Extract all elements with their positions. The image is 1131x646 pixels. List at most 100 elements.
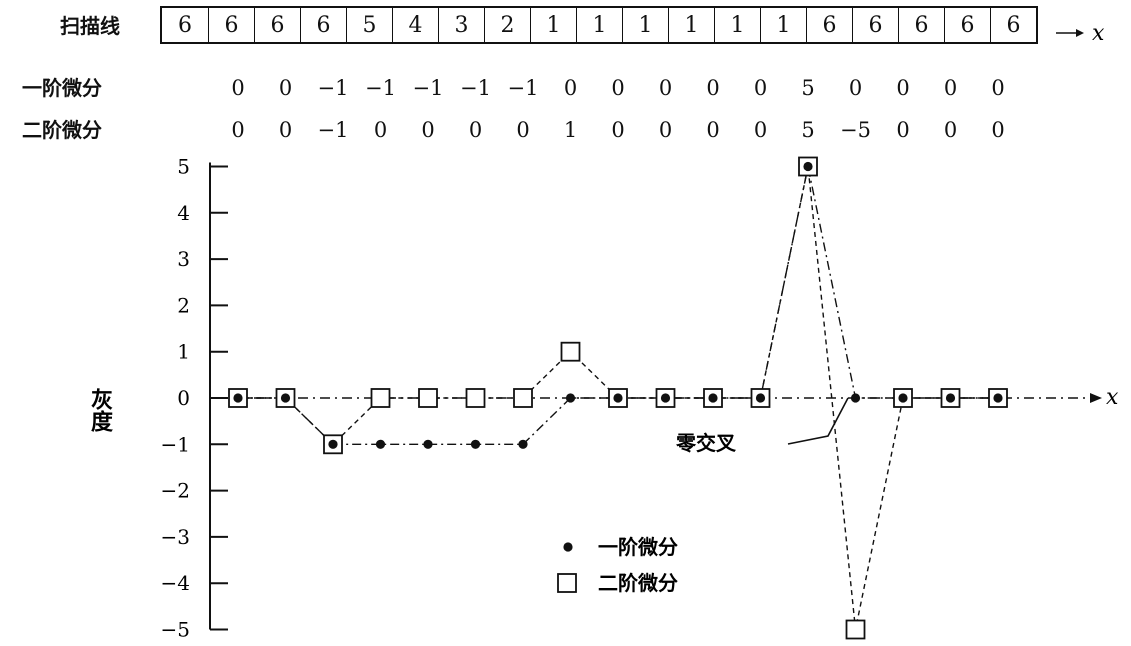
- zero-crossing-pointer: [787, 397, 849, 445]
- y-tick-label: 0: [177, 386, 190, 410]
- dot-marker: [518, 439, 528, 449]
- scan-arrow-head: [1076, 29, 1084, 37]
- first-diff-label: 一阶微分: [22, 76, 102, 100]
- legend-second-diff: 二阶微分: [598, 571, 678, 595]
- diff-value: 0: [896, 76, 910, 100]
- diff-value: 0: [706, 118, 720, 142]
- square-marker: [560, 341, 581, 362]
- diff-value: 0: [516, 118, 530, 142]
- diff-value: 0: [468, 118, 483, 142]
- y-axis-label: 灰度: [87, 387, 113, 433]
- y-tick-label: −1: [161, 432, 190, 456]
- diff-value: 0: [278, 76, 293, 100]
- scan-cell: 6: [208, 8, 254, 42]
- diff-value: 0: [278, 118, 293, 142]
- diff-value: 1: [563, 118, 578, 142]
- dot-marker: [470, 439, 481, 449]
- scan-cell: 6: [990, 8, 1036, 42]
- diff-value: 0: [753, 76, 768, 100]
- dot-marker: [898, 393, 908, 403]
- series-second-diff-line: [238, 166, 998, 630]
- x-axis-label: x: [1106, 385, 1119, 410]
- diff-value: 0: [991, 118, 1005, 142]
- diff-value: 0: [373, 118, 388, 142]
- dot-marker: [375, 439, 386, 449]
- dot-marker: [945, 393, 956, 403]
- dot-marker: [423, 439, 433, 449]
- y-tick-label: 2: [177, 293, 190, 317]
- scan-cell: 6: [852, 8, 898, 42]
- diff-value: 5: [801, 118, 815, 142]
- dot-marker: [233, 393, 243, 403]
- diff-value: 0: [231, 118, 245, 142]
- square-marker: [465, 388, 486, 408]
- dot-marker: [755, 393, 766, 403]
- square-marker: [513, 388, 533, 408]
- scan-cell: 6: [178, 12, 192, 38]
- dot-marker: [280, 393, 291, 403]
- y-tick-label: 5: [177, 155, 190, 179]
- scan-cell: 1: [622, 8, 668, 42]
- diff-value: −1: [317, 118, 349, 142]
- dot-marker: [613, 393, 623, 403]
- diff-value: −1: [507, 76, 539, 100]
- diff-value: −1: [460, 76, 491, 100]
- zero-crossing-label: 零交叉: [675, 431, 737, 455]
- scan-cell: 6: [806, 8, 852, 42]
- square-marker: [370, 388, 391, 408]
- dot-marker: [850, 393, 861, 403]
- diff-value: 0: [753, 118, 768, 142]
- dot-marker: [803, 161, 813, 172]
- y-tick-label: −4: [161, 571, 190, 595]
- second-diff-label: 二阶微分: [22, 118, 102, 142]
- diff-value: 5: [801, 76, 815, 100]
- diff-value: 0: [943, 118, 958, 142]
- diff-value: 0: [991, 76, 1005, 100]
- scan-cell: 2: [484, 8, 530, 42]
- scan-cell: 1: [530, 8, 576, 42]
- legend-dot-icon: [563, 542, 573, 552]
- diff-value: 0: [658, 76, 673, 100]
- legend-square-icon: [557, 573, 577, 593]
- scan-cell: 6: [254, 8, 300, 42]
- dot-marker: [328, 439, 338, 449]
- diff-value: −1: [317, 76, 349, 100]
- x-axis-arrow: [1090, 393, 1102, 403]
- square-marker: [418, 388, 438, 408]
- scan-cell: 1: [668, 8, 714, 42]
- y-tick-label: 1: [177, 340, 190, 364]
- diff-value: −5: [840, 118, 871, 142]
- diff-value: 0: [231, 76, 245, 100]
- scan-x-label: x: [1092, 21, 1105, 46]
- scan-line-label: 扫描线: [60, 14, 120, 38]
- dot-marker: [708, 393, 718, 403]
- y-tick-label: −5: [161, 618, 190, 642]
- diff-value: 0: [658, 118, 673, 142]
- series-first-diff-line: [238, 166, 998, 445]
- y-tick-label: 4: [177, 201, 190, 225]
- dot-marker: [993, 393, 1003, 403]
- diff-value: 0: [943, 76, 958, 100]
- square-marker: [845, 619, 866, 640]
- diff-value: 0: [563, 76, 578, 100]
- scan-cell: 1: [576, 8, 622, 42]
- diff-value: 0: [706, 76, 720, 100]
- diff-value: −1: [365, 76, 396, 100]
- y-tick-label: −2: [161, 479, 190, 503]
- legend-first-diff: 一阶微分: [598, 535, 678, 559]
- dot-marker: [660, 393, 671, 403]
- scan-cell: 1: [760, 8, 806, 42]
- scan-cell: 6: [898, 8, 944, 42]
- diff-value: 0: [611, 76, 625, 100]
- scan-cell: 3: [438, 8, 484, 42]
- y-tick-label: 3: [177, 247, 190, 271]
- scan-cell: 1: [714, 8, 760, 42]
- dot-marker: [565, 393, 576, 403]
- scan-cell: 6: [300, 8, 346, 42]
- diff-value: 0: [421, 118, 435, 142]
- diff-value: −1: [412, 76, 444, 100]
- scan-cell: 4: [392, 8, 438, 42]
- y-tick-label: −3: [161, 525, 190, 549]
